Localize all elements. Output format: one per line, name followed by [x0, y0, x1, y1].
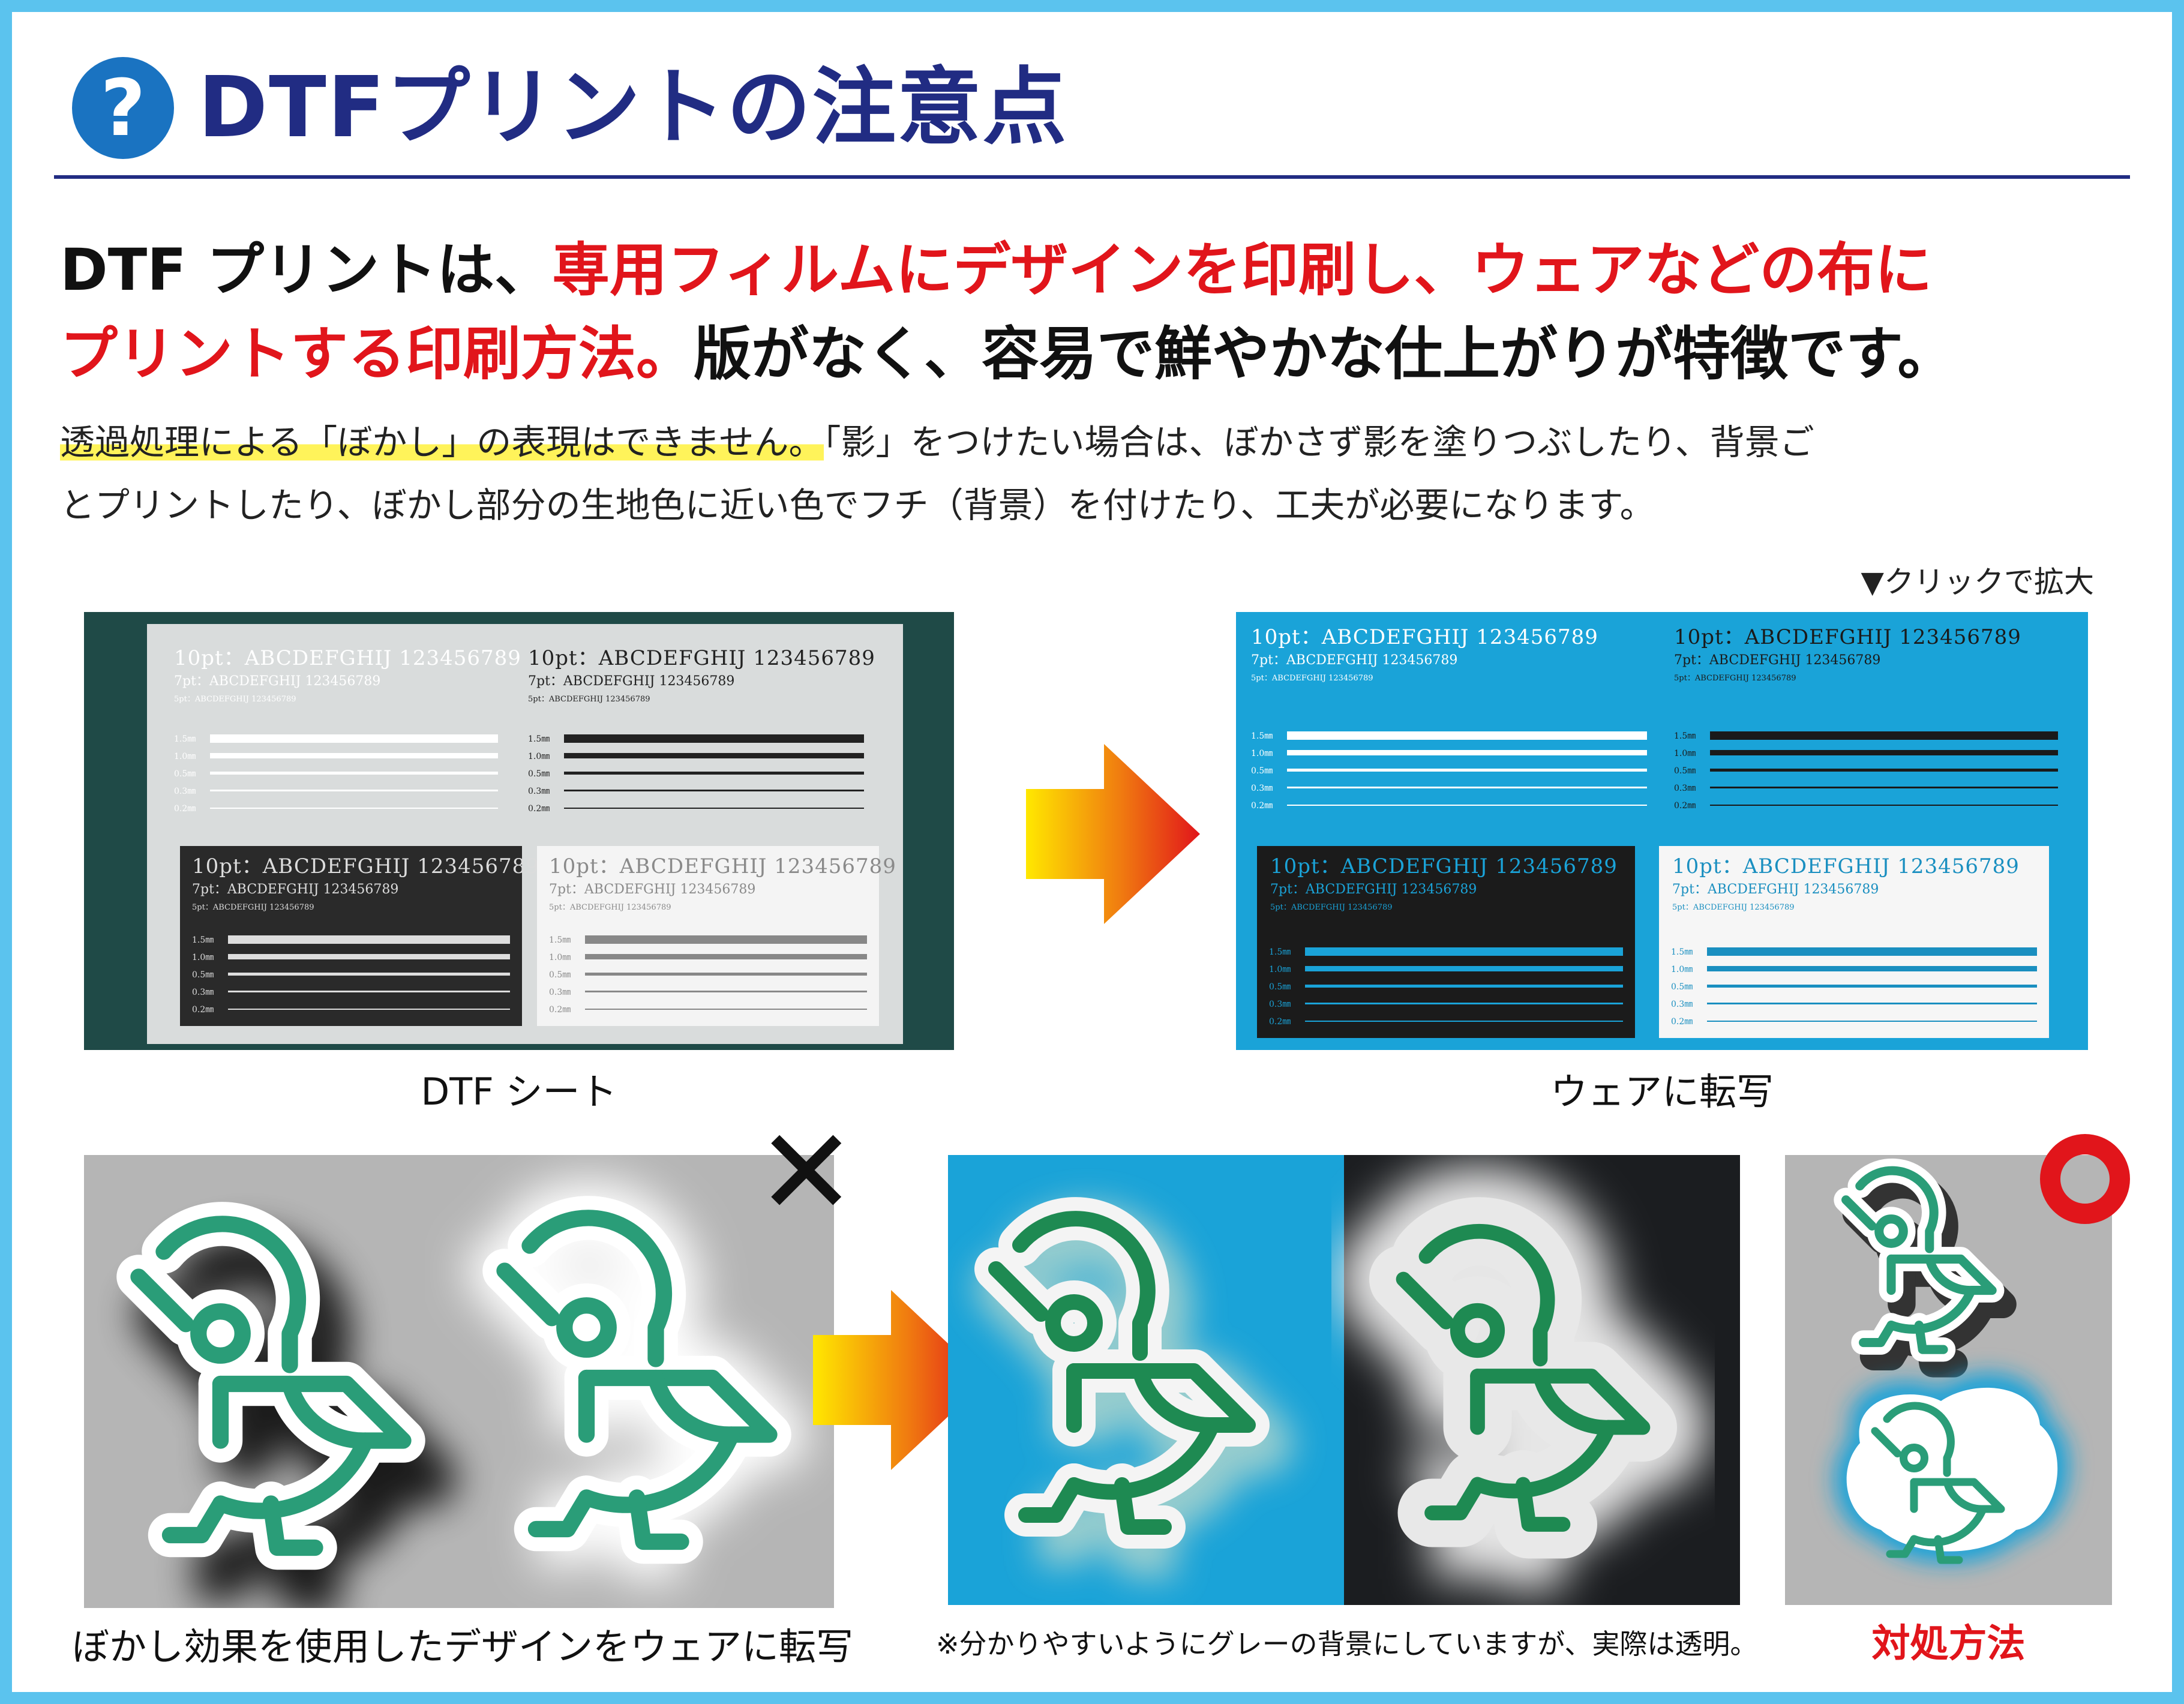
- blurred-bird-designs: [84, 1155, 834, 1608]
- sample-text-10pt: 10pt：ABCDEFGHIJ 123456789: [174, 646, 521, 670]
- blur-design-box[interactable]: [84, 1155, 834, 1608]
- transparency-note: ※分かりやすいようにグレーの背景にしていますが、実際は透明。: [936, 1628, 1758, 1660]
- bad-example-cross-icon: ✕: [756, 1103, 857, 1243]
- body-line-1-rest: 「影」をつけたい場合は、ぼかさず影を塗りつぶしたり、背景ご: [823, 422, 1814, 463]
- caption-blur-design: ぼかし効果を使用したデザインをウェアに転写: [72, 1625, 854, 1669]
- zoom-hint[interactable]: ▼クリックで拡大: [1861, 565, 2094, 599]
- dtf-sheet-photo[interactable]: 10pt：ABCDEFGHIJ 123456789 7pt：ABCDEFGHIJ…: [84, 612, 954, 1050]
- body-line-2: とプリントしたり、ぼかし部分の生地色に近い色でフチ（背景）を付けたり、工夫が必要…: [60, 485, 1655, 526]
- printed-result-graphics: [948, 1155, 1740, 1605]
- sample-white-block: 10pt：ABCDEFGHIJ 123456789 7pt：ABCDEFGHIJ…: [537, 846, 896, 1026]
- body-line-1: 透過処理による「ぼかし」の表現はできません。「影」をつけたい場合は、ぼかさず影を…: [60, 411, 2148, 473]
- printed-bird-black-shirt: [1403, 1231, 1643, 1524]
- sample-text-7pt: 7pt：ABCDEFGHIJ 123456789: [174, 674, 381, 689]
- bird-with-background: [1834, 1372, 2070, 1564]
- sample-text-5pt: 5pt：ABCDEFGHIJ 123456789: [174, 695, 296, 704]
- shirt-sample-white: 10pt：ABCDEFGHIJ 123456789 7pt：ABCDEFGHIJ…: [1251, 624, 1659, 822]
- shirt-sample-white-block: 10pt：ABCDEFGHIJ 123456789 7pt：ABCDEFGHIJ…: [1659, 846, 2049, 1038]
- lead-line-2: プリントする印刷方法。版がなく、容易で鮮やかな仕上がりが特徴です。: [60, 312, 2148, 396]
- solution-box[interactable]: [1785, 1155, 2112, 1605]
- caption-transferred: ウェアに転写: [1550, 1070, 1774, 1114]
- bird-with-shadow: [139, 1224, 428, 1586]
- lead-line-1-emphasis: 専用フィルムにデザインを印刷し、ウェアなどの布に: [552, 236, 1933, 304]
- caption-dtf-sheet: DTF シート: [421, 1070, 617, 1114]
- line-samples: 1.5㎜ 1.0㎜ 0.5㎜ 0.3㎜ 0.2㎜: [174, 730, 498, 817]
- good-example-circle-icon: [2040, 1134, 2130, 1224]
- bird-solid-shadow: [1846, 1171, 2003, 1363]
- question-circle-icon: ?: [72, 57, 174, 159]
- title-divider: [54, 175, 2130, 179]
- gradient-arrow-right-icon-2: [813, 1290, 987, 1470]
- lead-line-1-plain: DTF プリントは、: [60, 236, 553, 304]
- highlighted-warning: 透過処理による「ぼかし」の表現はできません。: [60, 422, 824, 463]
- lead-line-2-plain: 版がなく、容易で鮮やかな仕上がりが特徴です。: [694, 320, 1955, 388]
- gradient-arrow-right-icon: [1026, 744, 1200, 924]
- sample-white-print: 10pt：ABCDEFGHIJ 123456789 7pt：ABCDEFGHIJ…: [174, 645, 521, 825]
- lead-line-2-emphasis: プリントする印刷方法。: [60, 320, 694, 388]
- printed-result-photo[interactable]: [948, 1155, 1740, 1605]
- page-title: DTFプリントの注意点: [198, 59, 1068, 157]
- solution-birds: [1785, 1155, 2070, 1605]
- shirt-sample-dark-block: 10pt：ABCDEFGHIJ 123456789 7pt：ABCDEFGHIJ…: [1257, 846, 1635, 1038]
- transferred-shirt-photo[interactable]: 10pt：ABCDEFGHIJ 123456789 7pt：ABCDEFGHIJ…: [1236, 612, 2088, 1050]
- sample-black-print: 10pt：ABCDEFGHIJ 123456789 7pt：ABCDEFGHIJ…: [528, 646, 875, 814]
- lead-line-1: DTF プリントは、専用フィルムにデザインを印刷し、ウェアなどの布に: [60, 228, 2148, 312]
- solution-label: 対処方法: [1871, 1622, 2026, 1666]
- shirt-sample-black: 10pt：ABCDEFGHIJ 123456789 7pt：ABCDEFGHIJ…: [1674, 624, 2070, 822]
- content-panel: ? DTFプリントの注意点 DTF プリントは、専用フィルムにデザインを印刷し、…: [12, 12, 2172, 1692]
- bird-with-glow: [505, 1218, 769, 1542]
- sample-dark-block: 10pt：ABCDEFGHIJ 123456789 7pt：ABCDEFGHIJ…: [180, 846, 539, 1026]
